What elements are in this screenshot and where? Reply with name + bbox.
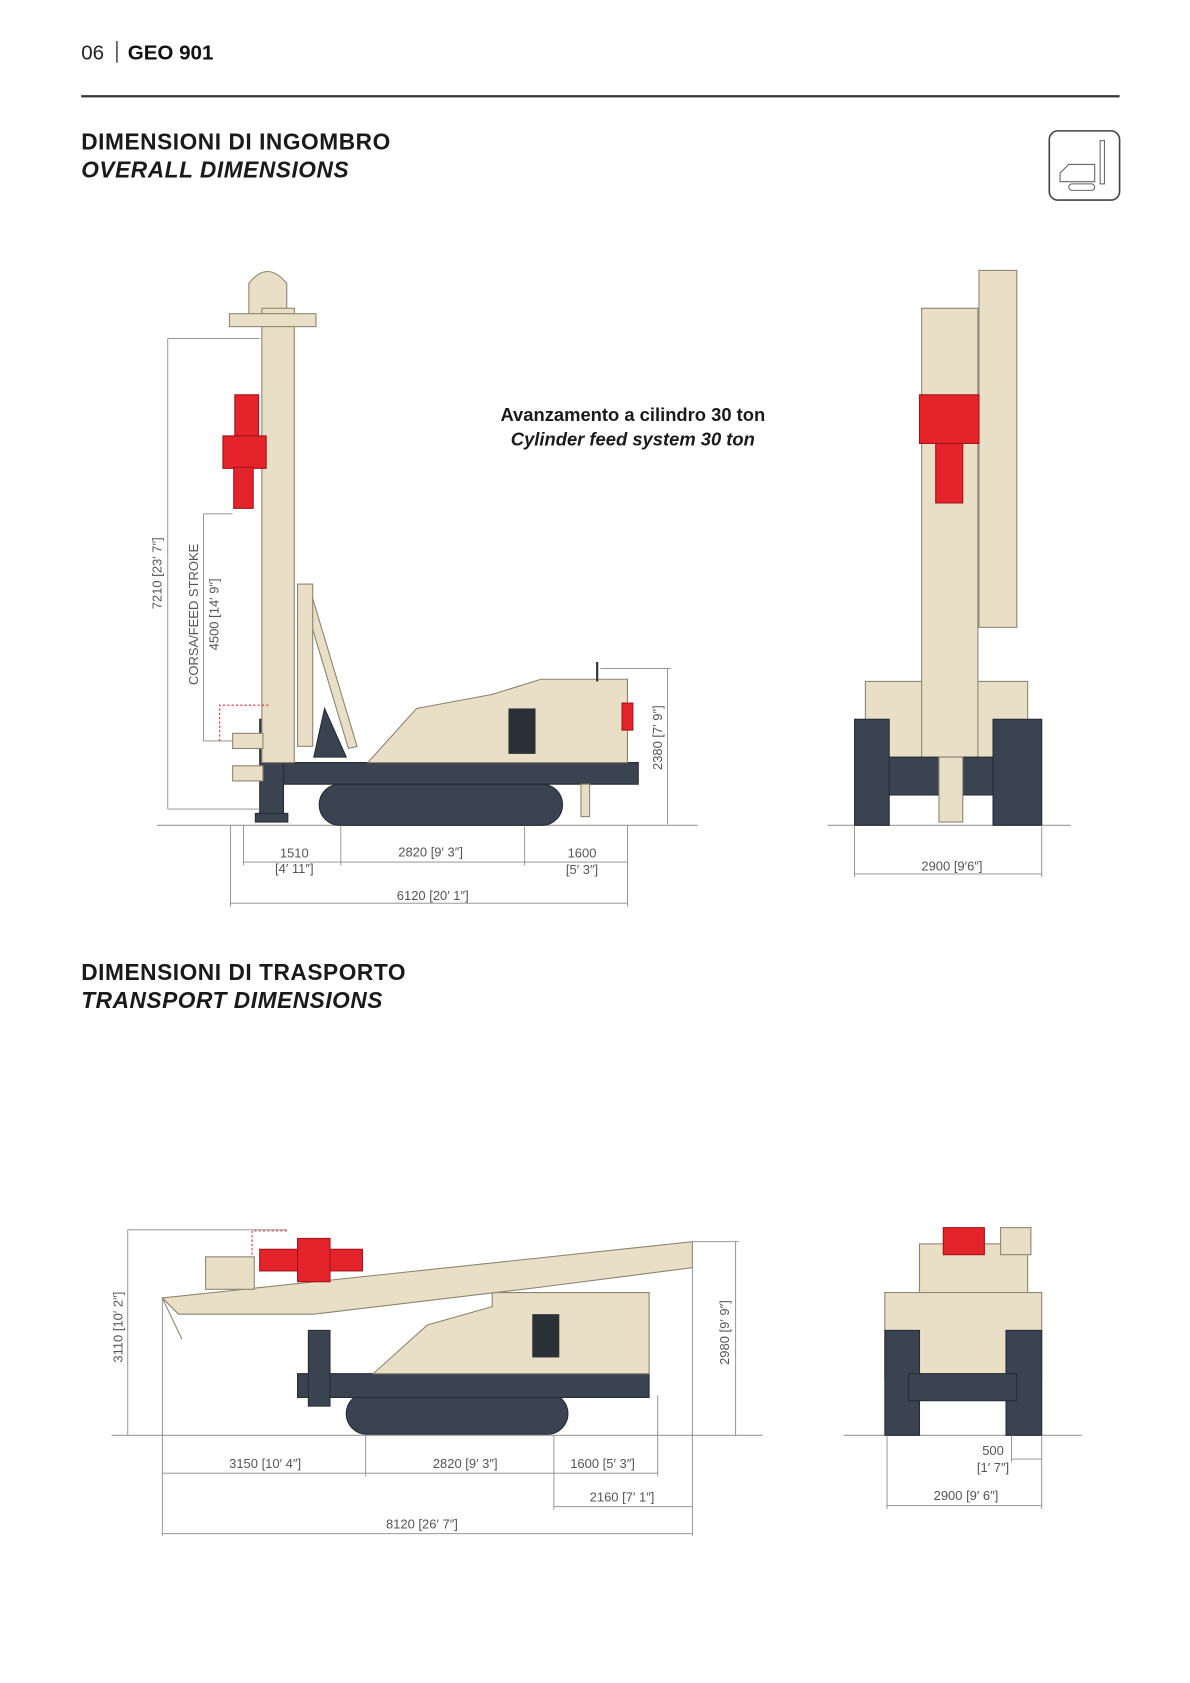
drill-rig-icon: [1048, 130, 1121, 201]
dim-transport-track-length: 2820 [9′ 3″]: [433, 1456, 498, 1471]
dim-transport-rear-mast: 2160 [7′ 1″]: [590, 1489, 655, 1504]
dim-front-overhang-imperial: [4′ 11″]: [275, 861, 314, 876]
dim-transport-height-rear: 2980 [9′ 9″]: [717, 1300, 732, 1365]
dim-total-length: 6120 [20′ 1″]: [397, 888, 469, 903]
crawler-track: [318, 783, 564, 826]
section-title-en: OVERALL DIMENSIONS: [81, 156, 349, 182]
overall-side-view: 7210 [23′ 7″] CORSA/FEED STROKE 4500 [14…: [149, 270, 698, 907]
transport-title-en: TRANSPORT DIMENSIONS: [81, 987, 383, 1013]
caption-it: Avanzamento a cilindro 30 ton: [500, 404, 765, 425]
dim-height-rear: 2380 [7′ 9″]: [650, 705, 665, 770]
drill-head-transport: [259, 1237, 363, 1283]
overall-front-view: 2900 [9′6″]: [827, 269, 1071, 878]
dim-feed-stroke-label: CORSA/FEED STROKE: [186, 543, 201, 685]
transport-title-it: DIMENSIONI DI TRASPORTO: [81, 959, 406, 985]
dim-height-total: 7210 [23′ 7″]: [149, 537, 164, 609]
dim-rear-overhang-imperial: [5′ 3″]: [566, 862, 598, 877]
dim-track-offset-imperial: [1′ 7″]: [977, 1460, 1009, 1475]
power-pack: [366, 678, 628, 764]
dim-transport-rear-overhang: 1600 [5′ 3″]: [570, 1456, 635, 1471]
dim-feed-stroke: 4500 [14′ 9″]: [207, 578, 222, 650]
page-header: 06 GEO 901: [81, 41, 1120, 98]
dim-front-overhang: 1510: [280, 846, 309, 861]
dim-transport-height: 3110 [10′ 2″]: [110, 1292, 125, 1363]
mast: [261, 307, 295, 764]
drill-head-transport-front: [942, 1227, 985, 1256]
page-number: 06: [81, 41, 104, 64]
dim-front-width: 2900 [9′6″]: [921, 859, 982, 874]
drill-head: [222, 394, 267, 509]
dim-transport-front-overhang: 3150 [10′ 4″]: [229, 1456, 301, 1471]
dim-transport-width: 2900 [9′ 6″]: [934, 1488, 999, 1503]
fire-extinguisher: [621, 702, 634, 731]
transport-front-view: 500 [1′ 7″] 2900 [9′ 6″]: [843, 1227, 1082, 1509]
transport-side-view: 3110 [10′ 2″] 2980 [9′ 9″] 3150 [10′ 4″]…: [110, 1229, 763, 1536]
section-title-it: DIMENSIONI DI INGOMBRO: [81, 128, 391, 154]
dim-rear-overhang: 1600: [568, 846, 597, 861]
dim-transport-total-length: 8120 [26′ 7″]: [386, 1516, 458, 1531]
model-name: GEO 901: [128, 41, 214, 64]
dim-track-length: 2820 [9′ 3″]: [398, 845, 463, 860]
drill-head-front: [918, 394, 980, 504]
dim-track-offset: 500: [982, 1443, 1004, 1458]
caption-en: Cylinder feed system 30 ton: [511, 429, 755, 450]
